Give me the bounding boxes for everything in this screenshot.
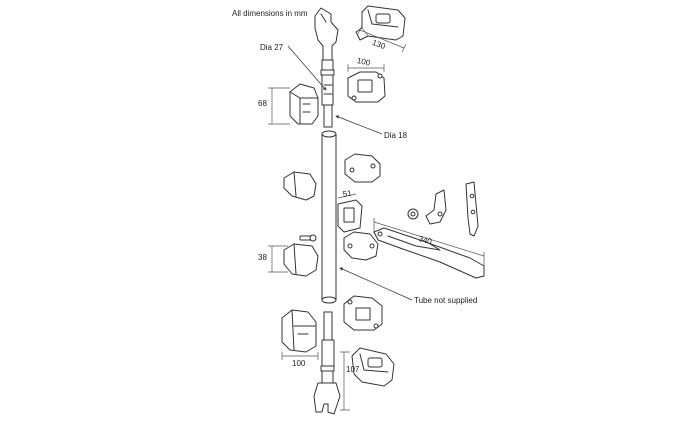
- bottom-cam-keeper: [351, 347, 395, 387]
- upper-shaft: [314, 7, 339, 128]
- lower-keeper-bracket: [343, 231, 379, 261]
- washer: [407, 208, 419, 220]
- lower-shaft: [313, 311, 341, 415]
- dim-100-bottom: 100: [292, 359, 306, 368]
- leader-lines: [287, 45, 413, 301]
- latch-plate: [465, 181, 479, 237]
- upper-split-clamp: [289, 83, 319, 125]
- tube: [321, 130, 337, 304]
- tube-label: Tube not supplied: [414, 296, 478, 305]
- lower-rod-guide: [343, 295, 383, 331]
- dia-18-label: Dia 18: [384, 131, 408, 140]
- mid-clamp-lower: [283, 243, 319, 277]
- upper-rod-guide: [347, 71, 386, 103]
- keeper-bracket: [344, 153, 381, 183]
- dim-51: 51: [342, 188, 353, 199]
- dim-107: 107: [346, 365, 360, 374]
- angle-bracket: [425, 189, 447, 225]
- operating-handle: [373, 227, 485, 279]
- handle-mount-plate: [337, 199, 363, 233]
- pin: [299, 234, 317, 242]
- mid-clamp-left: [283, 171, 317, 201]
- lower-split-clamp: [281, 309, 317, 353]
- dia-27-label: Dia 27: [260, 43, 284, 52]
- top-cam-keeper: [355, 5, 406, 41]
- dim-68: 68: [258, 99, 267, 108]
- dimensions-note: All dimensions in mm: [232, 9, 308, 18]
- dim-38: 38: [258, 253, 267, 262]
- dimension-lines: [268, 25, 485, 411]
